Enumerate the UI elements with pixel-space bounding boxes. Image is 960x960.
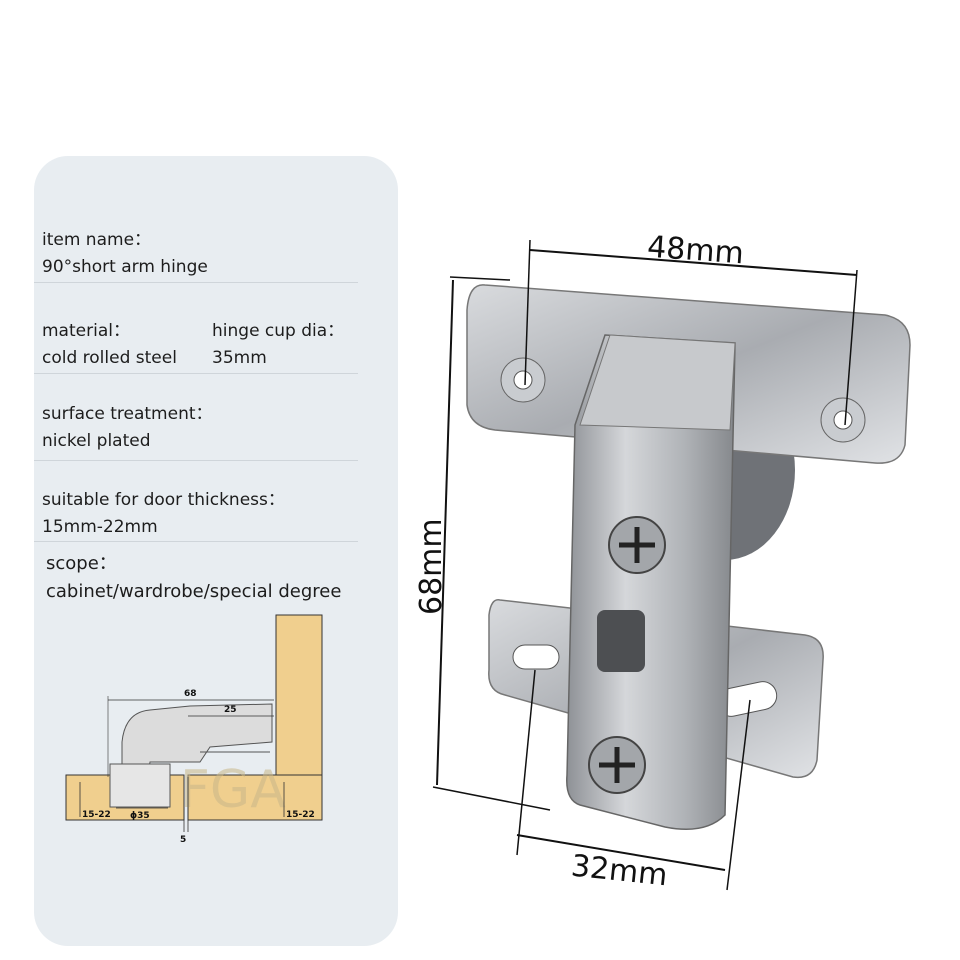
- dim-arrow-plate: [516, 834, 726, 871]
- item-name-value: 90°short arm hinge: [42, 257, 208, 277]
- door-spec: suitable for door thickness： 15mm-22mm: [42, 487, 285, 541]
- item-name-spec: item name： 90°short arm hinge: [42, 227, 208, 281]
- hinge-cup-profile: [109, 763, 171, 808]
- divider: [34, 282, 358, 283]
- scope-value: cabinet/wardrobe/special degree: [46, 581, 342, 602]
- divider: [34, 373, 358, 374]
- cabinet-side-panel: [275, 614, 323, 776]
- screw-cross-icon: [599, 747, 635, 783]
- material-spec: material： cold rolled steel: [42, 318, 177, 372]
- dim-tick: [844, 269, 858, 426]
- dim-tick: [524, 239, 531, 386]
- dim-tick: [432, 786, 551, 811]
- cabinet-board-right: [187, 774, 323, 821]
- dim-label-cup: ϕ35: [130, 811, 150, 821]
- dim-label-left-thick: 15-22: [82, 810, 111, 820]
- dim-arrow-height: [436, 279, 454, 786]
- adjustment-slot: [597, 610, 645, 672]
- hinge-arm-profile: [121, 703, 273, 778]
- mounting-hole-icon: [833, 410, 853, 430]
- material-label: material：: [42, 321, 130, 341]
- surface-value: nickel plated: [42, 431, 151, 451]
- dim-label-width: 48mm: [646, 230, 745, 272]
- dim-label-height: 68mm: [414, 518, 449, 615]
- dim-label-plate: 32mm: [569, 848, 669, 893]
- hinge-arm-top: [579, 334, 736, 431]
- divider: [34, 541, 358, 542]
- hinge-product-image: 48mm 68mm 32mm: [414, 230, 911, 893]
- dim-tick: [726, 699, 751, 891]
- cup-dia-label: hinge cup dia：: [212, 321, 345, 341]
- surface-label: surface treatment：: [42, 404, 213, 424]
- material-value: cold rolled steel: [42, 348, 177, 368]
- surface-spec: surface treatment： nickel plated: [42, 401, 213, 455]
- slot-hole-icon: [512, 644, 560, 670]
- divider: [34, 460, 358, 461]
- dim-label-gap: 5: [180, 835, 186, 845]
- scope-spec: scope： cabinet/wardrobe/special degree: [46, 550, 341, 606]
- scope-label: scope：: [46, 553, 117, 574]
- hinge-arm: [566, 334, 736, 830]
- mounting-hole-icon: [513, 370, 533, 390]
- door-value: 15mm-22mm: [42, 517, 158, 537]
- dim-arrow-width: [529, 249, 858, 276]
- item-name-label: item name：: [42, 230, 152, 250]
- installation-diagram: FGA 68 25 15-22 15-22 ϕ35 5: [65, 614, 323, 845]
- dim-label-68: 68: [184, 689, 197, 699]
- diagram-watermark: FGA: [180, 760, 286, 820]
- cup-dia-value: 35mm: [212, 348, 267, 368]
- door-label: suitable for door thickness：: [42, 490, 285, 510]
- dim-tick: [516, 669, 536, 856]
- screw-cross-icon: [619, 527, 655, 563]
- dim-label-25: 25: [224, 705, 237, 715]
- dim-label-right-thick: 15-22: [286, 810, 315, 820]
- cup-dia-spec: hinge cup dia： 35mm: [212, 318, 344, 372]
- dim-tick: [449, 276, 511, 281]
